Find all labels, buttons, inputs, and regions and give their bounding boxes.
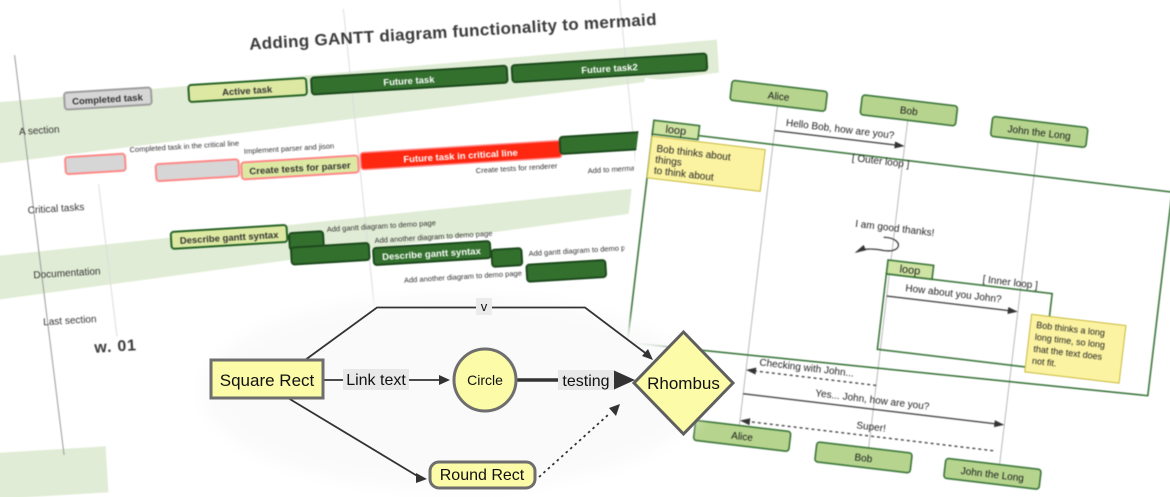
- svg-text:Documentation: Documentation: [33, 266, 101, 281]
- svg-text:testing: testing: [562, 373, 609, 390]
- svg-text:Bob: Bob: [899, 105, 918, 118]
- svg-text:Last section: Last section: [43, 314, 97, 328]
- svg-text:Completed task: Completed task: [72, 92, 144, 107]
- svg-text:loop: loop: [899, 263, 921, 277]
- svg-text:not fit.: not fit.: [1032, 356, 1058, 369]
- svg-text:w. 01: w. 01: [93, 337, 138, 357]
- svg-text:A section: A section: [19, 125, 60, 138]
- svg-text:Active task: Active task: [222, 84, 273, 98]
- svg-text:Add to mermaid: Add to mermaid: [587, 163, 640, 175]
- svg-text:Bob: Bob: [854, 452, 873, 465]
- svg-text:Rhombus: Rhombus: [647, 374, 720, 393]
- svg-text:loop: loop: [665, 124, 687, 138]
- svg-text:Future task: Future task: [383, 75, 435, 89]
- svg-text:Circle: Circle: [467, 372, 503, 388]
- svg-text:Alice: Alice: [731, 431, 754, 445]
- svg-text:Link text: Link text: [346, 372, 406, 389]
- svg-text:things: things: [655, 155, 683, 169]
- svg-text:Critical tasks: Critical tasks: [27, 202, 84, 216]
- svg-text:Future task2: Future task2: [581, 62, 638, 76]
- svg-text:Alice: Alice: [767, 91, 790, 105]
- svg-text:Super!: Super!: [856, 420, 887, 434]
- svg-text:Square Rect: Square Rect: [220, 371, 315, 390]
- svg-text:v: v: [481, 299, 488, 314]
- svg-text:Round Rect: Round Rect: [440, 467, 525, 484]
